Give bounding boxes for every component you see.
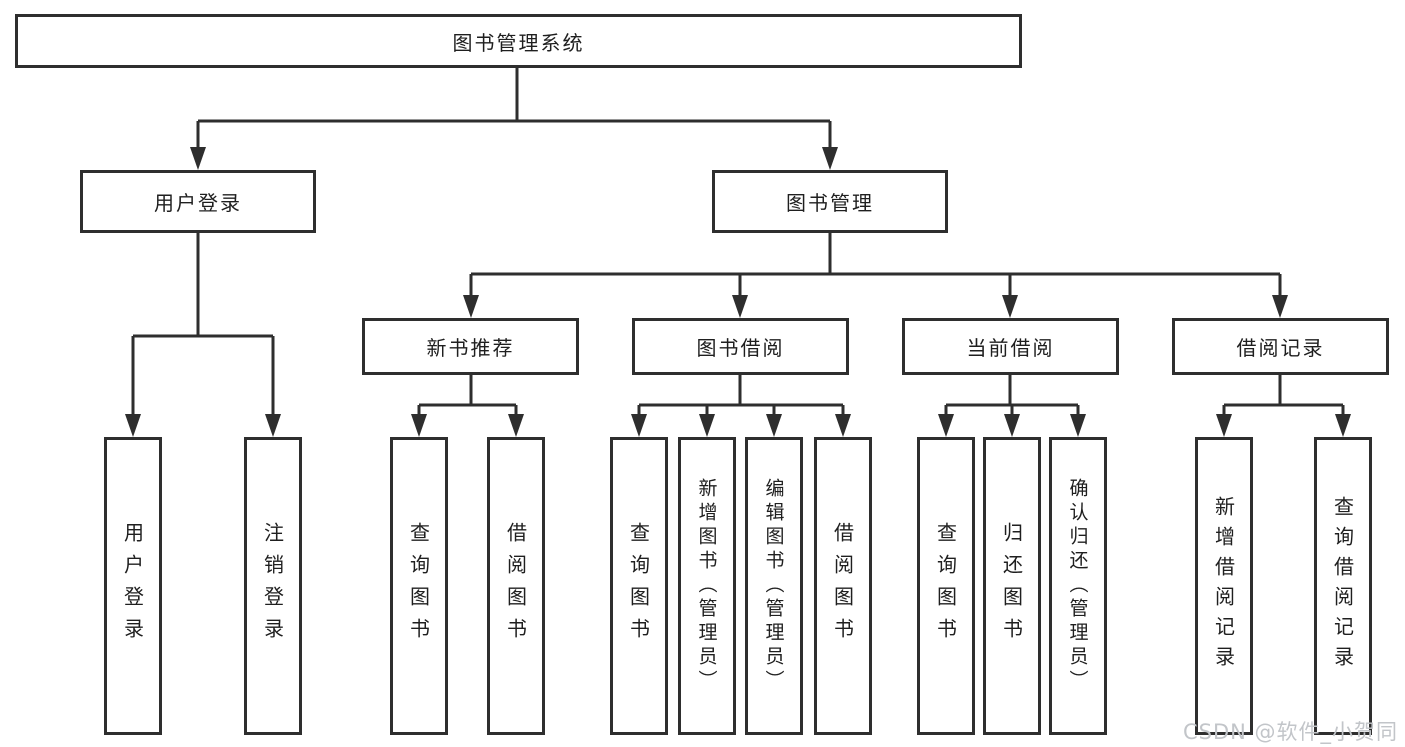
node-borrow-books-borrowing: 借阅图书	[814, 437, 872, 735]
node-user-login-action: 用户登录	[104, 437, 162, 735]
node-add-borrow-record: 新增借阅记录	[1195, 437, 1253, 735]
node-library-management-system: 图书管理系统	[15, 14, 1022, 68]
node-query-borrow-record: 查询借阅记录	[1314, 437, 1372, 735]
node-edit-book-admin: 编辑图书（管理员）	[745, 437, 803, 735]
node-logout-action: 注销登录	[244, 437, 302, 735]
arrowheads	[125, 147, 1351, 437]
node-book-management: 图书管理	[712, 170, 948, 233]
node-book-borrowing: 图书借阅	[632, 318, 849, 375]
node-borrowing-records: 借阅记录	[1172, 318, 1389, 375]
node-query-books-borrowing: 查询图书	[610, 437, 668, 735]
node-borrow-books-recommend: 借阅图书	[487, 437, 545, 735]
node-query-books-current: 查询图书	[917, 437, 975, 735]
node-confirm-return-admin: 确认归还（管理员）	[1049, 437, 1107, 735]
node-user-login: 用户登录	[80, 170, 316, 233]
node-return-books: 归还图书	[983, 437, 1041, 735]
node-new-book-recommendation: 新书推荐	[362, 318, 579, 375]
node-query-books-recommend: 查询图书	[390, 437, 448, 735]
node-add-book-admin: 新增图书（管理员）	[678, 437, 736, 735]
node-current-borrowing: 当前借阅	[902, 318, 1119, 375]
csdn-watermark: CSDN @软件_小贺同学	[1183, 720, 1399, 744]
